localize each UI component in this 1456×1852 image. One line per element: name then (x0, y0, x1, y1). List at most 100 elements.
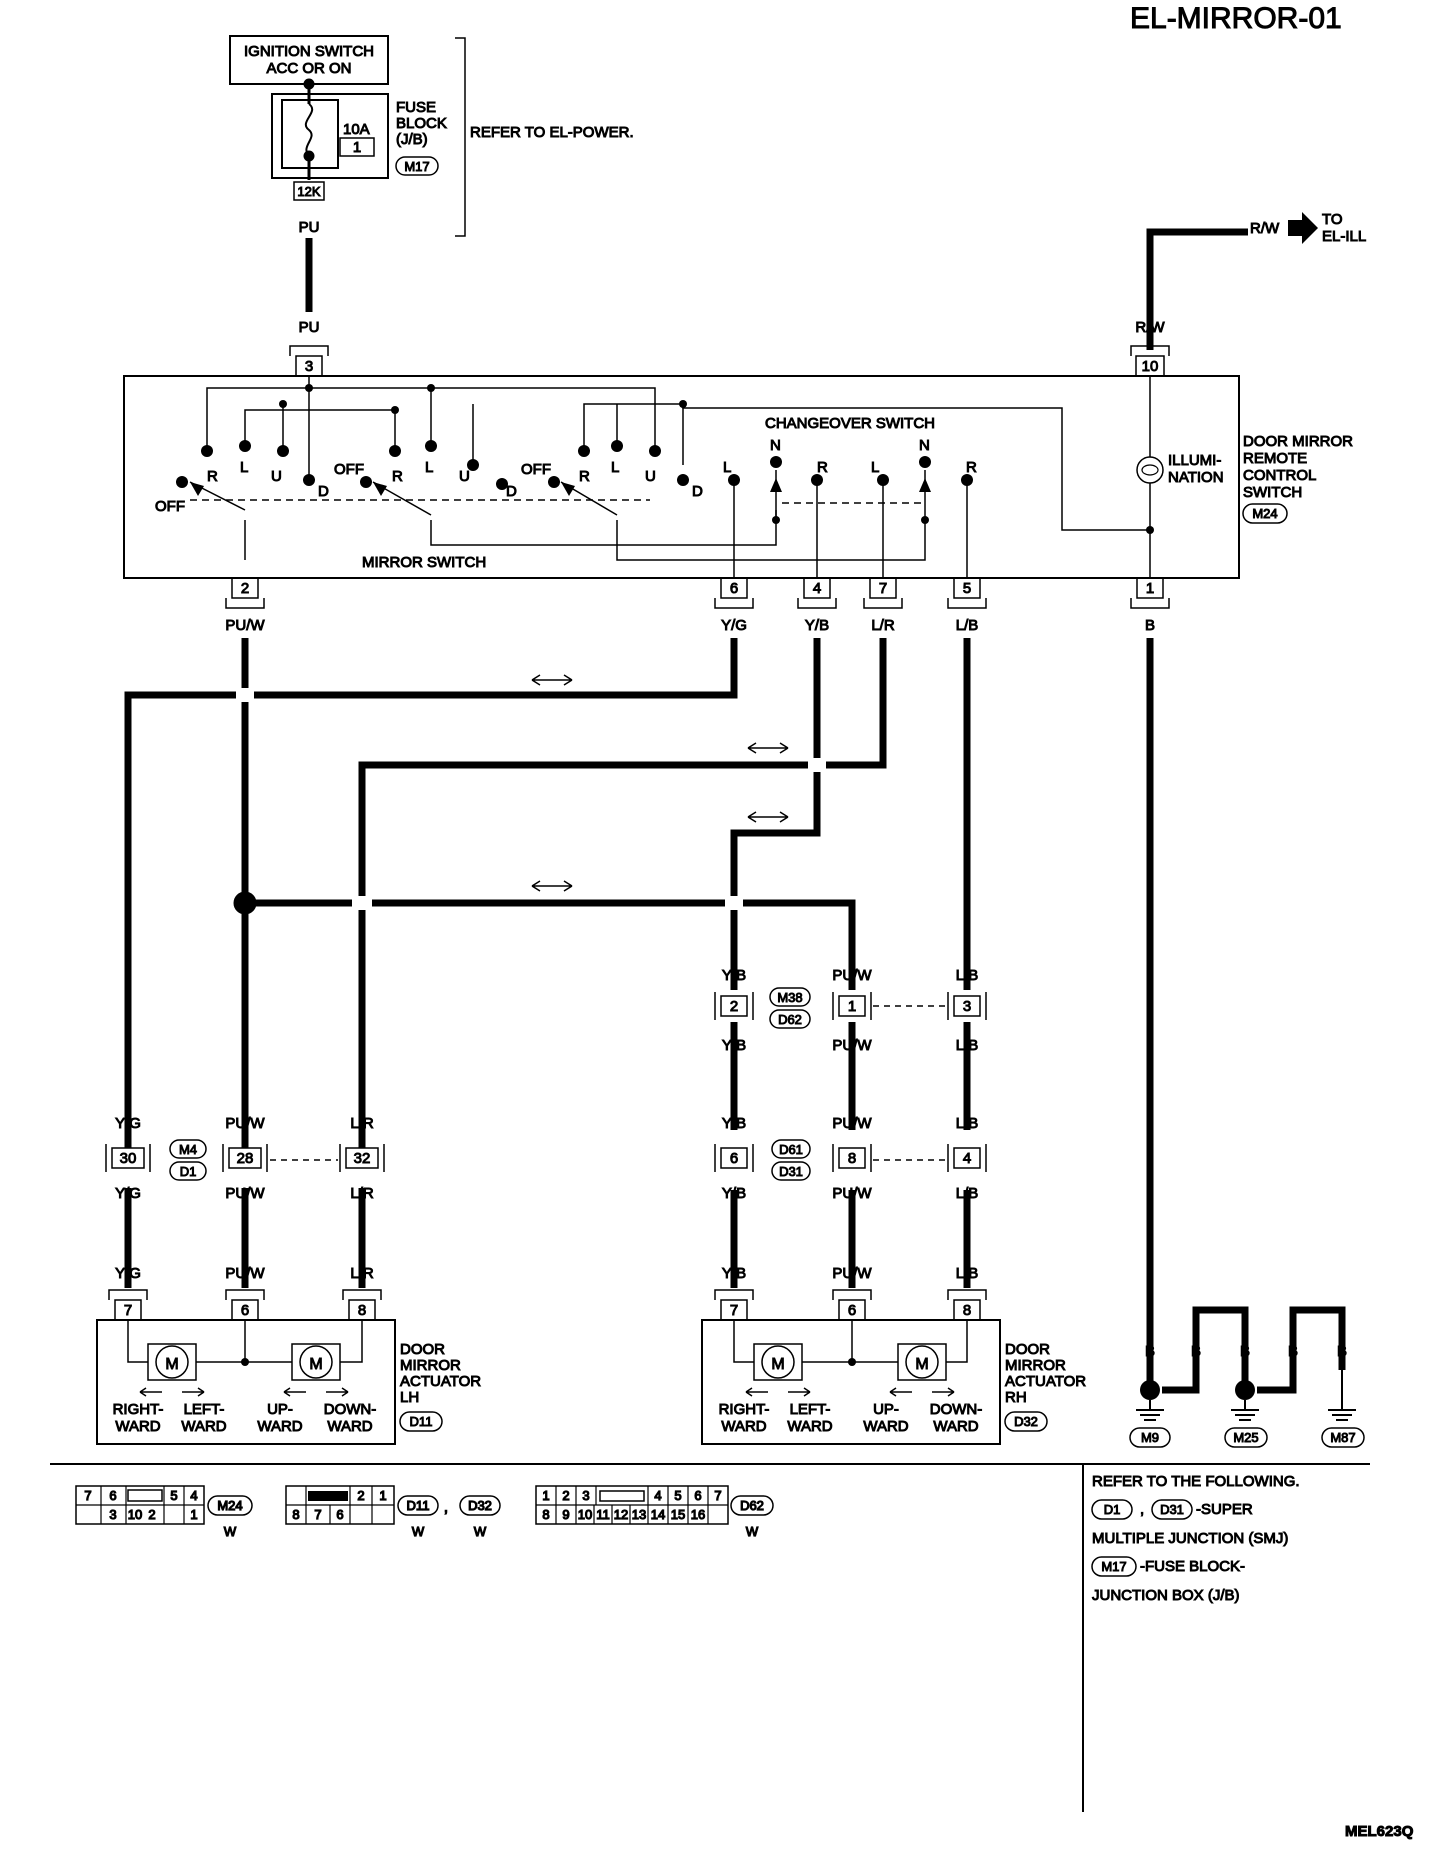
svg-text:UP-: UP- (873, 1401, 899, 1418)
switch-terminal-1: 1B (1130, 577, 1170, 635)
svg-text:1: 1 (1146, 580, 1154, 597)
svg-text:DOOR: DOOR (400, 1341, 445, 1358)
svg-text:1: 1 (190, 1507, 197, 1522)
svg-text:32: 32 (354, 1150, 371, 1167)
fuse-block-label-1: FUSE (396, 99, 436, 116)
svg-text:M: M (165, 1356, 178, 1373)
svg-text:6: 6 (694, 1488, 701, 1503)
switch-terminal-4: 4Y/B (797, 577, 837, 635)
fuse-block-label-3: (J/B) (396, 131, 428, 148)
changeover-switch-label: CHANGEOVER SWITCH (765, 415, 935, 432)
svg-text:MIRROR: MIRROR (400, 1357, 461, 1374)
svg-text:7: 7 (879, 580, 887, 597)
svg-text:8: 8 (358, 1302, 366, 1319)
switch-title-2: REMOTE (1243, 450, 1307, 467)
svg-text:3: 3 (582, 1488, 589, 1503)
svg-text:2: 2 (241, 580, 249, 597)
svg-text:M: M (915, 1356, 928, 1373)
svg-text:PU/W: PU/W (225, 1115, 265, 1132)
svg-text:D32: D32 (468, 1498, 492, 1513)
svg-text:M24: M24 (217, 1498, 242, 1513)
svg-text:28: 28 (237, 1150, 254, 1167)
svg-text:W: W (746, 1524, 759, 1539)
svg-text:D1: D1 (180, 1164, 197, 1179)
svg-text:L/B: L/B (956, 1185, 979, 1202)
svg-text:L/R: L/R (350, 1115, 374, 1132)
svg-text:Y/B: Y/B (722, 1115, 746, 1132)
svg-text:L: L (240, 459, 248, 476)
svg-text:5: 5 (963, 580, 971, 597)
svg-text:MIRROR: MIRROR (1005, 1357, 1066, 1374)
mirror-switch-label: MIRROR SWITCH (362, 554, 486, 571)
ignition-label-1: IGNITION SWITCH (244, 43, 374, 60)
svg-text:16: 16 (691, 1507, 705, 1522)
svg-text:U: U (271, 468, 282, 485)
svg-text:W: W (474, 1524, 487, 1539)
refer-notes: REFER TO THE FOLLOWING. D1 , D31 -SUPER … (1091, 1473, 1300, 1605)
junction-m4-d1: Y/G PU/W L/R 30 28 32 M4 D1 Y/G PU/W L/R (105, 1115, 385, 1203)
svg-text:,: , (444, 1499, 448, 1516)
svg-text:3: 3 (963, 998, 971, 1015)
svg-text:Y/B: Y/B (722, 1037, 746, 1054)
svg-text:M25: M25 (1233, 1430, 1258, 1445)
fuse-number: 1 (353, 139, 361, 156)
svg-text:L: L (871, 459, 879, 476)
motor-icon: M (291, 1343, 341, 1381)
svg-text:1: 1 (542, 1488, 549, 1503)
svg-text:L/B: L/B (956, 1037, 979, 1054)
svg-text:1: 1 (379, 1488, 386, 1503)
svg-text:8: 8 (848, 1150, 856, 1167)
svg-text:8: 8 (963, 1302, 971, 1319)
svg-text:PU/W: PU/W (832, 967, 872, 984)
terminal-pin: 3 (305, 358, 313, 375)
junction-m38-d62: Y/B PU/W L/B 2 1 3 M38 D62 Y/B PU/W L/B (714, 967, 987, 1055)
svg-text:L/R: L/R (350, 1265, 374, 1282)
svg-text:6: 6 (730, 1150, 738, 1167)
svg-text:RIGHT-: RIGHT- (719, 1401, 770, 1418)
switch-title-4: SWITCH (1243, 484, 1302, 501)
fuse-icon (304, 103, 314, 157)
switch-terminal-3: 3 (289, 345, 329, 377)
connector-view-d62: 1 2 3 4 5 6 7 8 9 10 11 12 13 14 15 16 D… (535, 1485, 774, 1540)
actuator-rh: Y/B PU/W L/B 7 6 8 M M RIGHT-WARD LEFT-W… (701, 1265, 1087, 1445)
bidirectional-arrows (531, 674, 789, 892)
svg-text:WARD: WARD (257, 1418, 302, 1435)
svg-text:R: R (966, 459, 977, 476)
svg-text:6: 6 (848, 1302, 856, 1319)
svg-text:6: 6 (109, 1488, 116, 1503)
svg-text:8: 8 (292, 1507, 299, 1522)
svg-text:R: R (817, 459, 828, 476)
svg-text:2: 2 (562, 1488, 569, 1503)
refer-power-bracket: REFER TO EL-POWER. (455, 37, 634, 237)
svg-text:L: L (723, 459, 731, 476)
diagram-title: EL-MIRROR-01 (1130, 2, 1342, 35)
switch-title-3: CONTROL (1243, 467, 1316, 484)
contact-labels: OFF R L U D OFF R L U D OFF R L U D L N … (155, 437, 978, 516)
connector-view-d11-d32: 2 1 8 7 6 D11 , D32 W W (285, 1485, 501, 1540)
svg-text:L: L (611, 459, 619, 476)
svg-text:REFER TO THE FOLLOWING.: REFER TO THE FOLLOWING. (1092, 1473, 1300, 1490)
svg-text:WARD: WARD (863, 1418, 908, 1435)
svg-text:,: , (1140, 1501, 1144, 1518)
svg-text:WARD: WARD (787, 1418, 832, 1435)
svg-text:B: B (1240, 1343, 1250, 1360)
svg-text:PU/W: PU/W (832, 1265, 872, 1282)
svg-text:R: R (392, 468, 403, 485)
svg-text:B: B (1191, 1343, 1201, 1360)
svg-text:W: W (224, 1524, 237, 1539)
wire-label-pu-2: PU (299, 319, 320, 336)
svg-text:Y/B: Y/B (722, 1185, 746, 1202)
svg-text:PU/W: PU/W (832, 1185, 872, 1202)
svg-text:B: B (1288, 1343, 1298, 1360)
harness-wires (124, 638, 1346, 1394)
svg-text:PU/W: PU/W (832, 1115, 872, 1132)
svg-text:B: B (1337, 1343, 1347, 1360)
svg-text:PU/W: PU/W (225, 1185, 265, 1202)
svg-text:10: 10 (578, 1507, 592, 1522)
switch-terminal-2: 2PU/W (225, 577, 266, 635)
switch-box (123, 375, 1240, 579)
svg-text:10: 10 (128, 1507, 142, 1522)
ground-points: B B B B B M9 M25 M87 (1129, 1343, 1365, 1448)
refer-power-text: REFER TO EL-POWER. (470, 124, 634, 141)
svg-text:M4: M4 (179, 1142, 197, 1157)
